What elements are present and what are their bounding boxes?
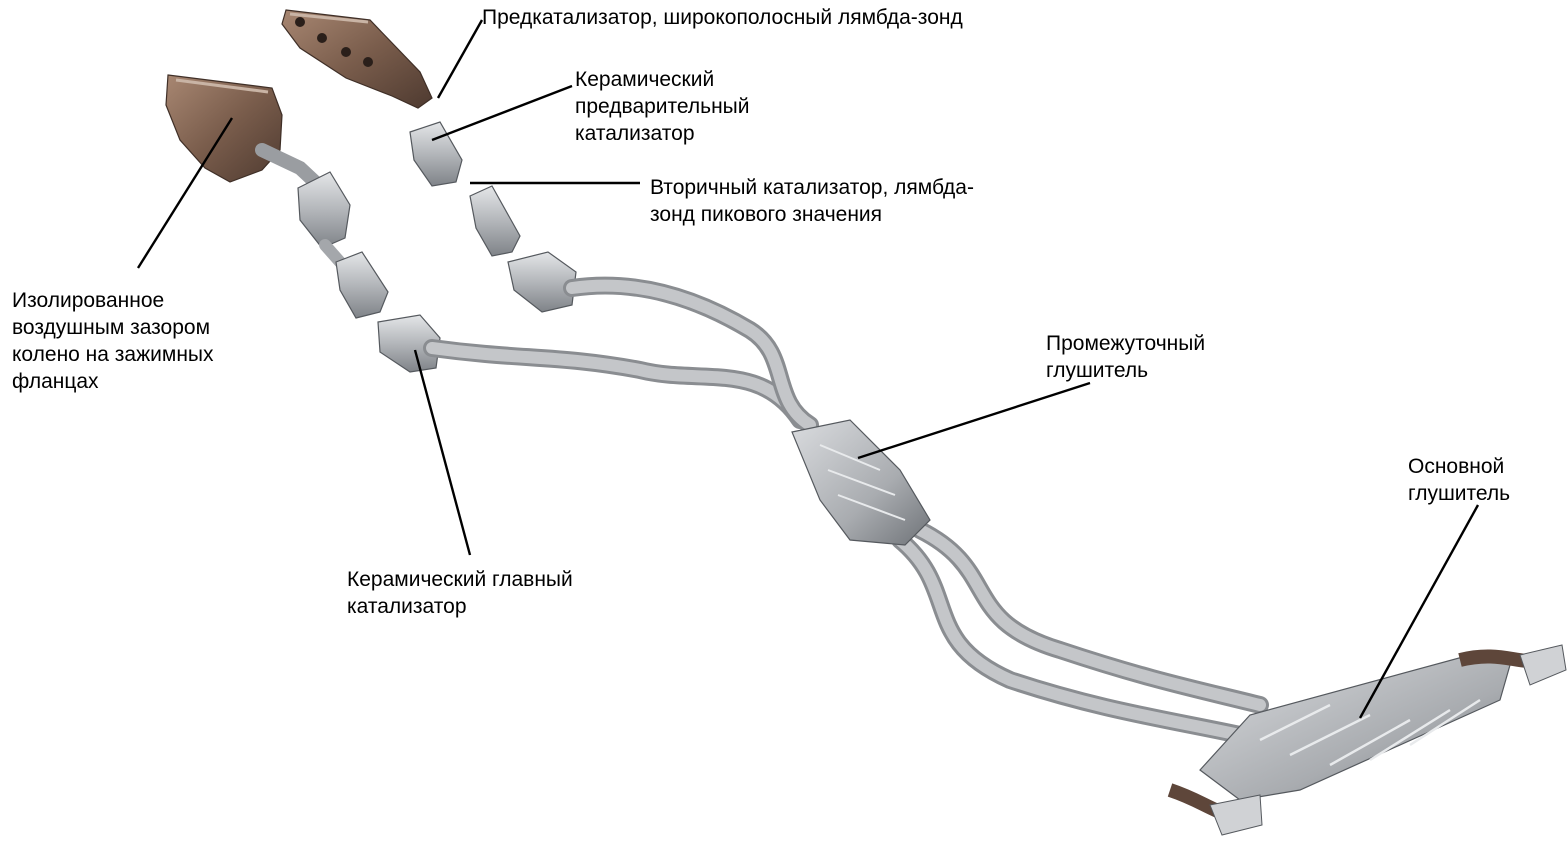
label-manifold-line1: Изолированное xyxy=(12,287,214,314)
label-secondary-line1: Вторичный катализатор, лямбда- xyxy=(650,174,974,201)
right-manifold xyxy=(282,10,432,108)
leader-precat xyxy=(438,20,482,98)
main-muffler xyxy=(1170,645,1566,835)
leader-main-cat xyxy=(415,350,470,555)
label-main-muffler-line1: Основной xyxy=(1408,453,1510,480)
label-secondary-line2: зонд пикового значения xyxy=(650,201,974,228)
label-manifold-line3: колено на зажимных xyxy=(12,341,214,368)
label-secondary-catalyst: Вторичный катализатор, лямбда- зонд пико… xyxy=(650,174,974,228)
label-middle-muffler: Промежуточный глушитель xyxy=(1046,330,1205,384)
label-manifold: Изолированное воздушным зазором колено н… xyxy=(12,287,214,395)
label-precatalyst: Предкатализатор, широкополосный лямбда-з… xyxy=(482,4,963,31)
label-ceramic-pre-line1: Керамический xyxy=(575,66,750,93)
middle-muffler xyxy=(792,420,930,545)
label-main-muffler: Основной глушитель xyxy=(1408,453,1510,507)
leader-ceramic-pre xyxy=(432,86,572,140)
label-ceramic-pre-line2: предварительный xyxy=(575,93,750,120)
right-secondary-catalyst xyxy=(470,186,520,256)
label-main-cat-line1: Керамический главный xyxy=(347,566,573,593)
label-ceramic-precatalyst: Керамический предварительный катализатор xyxy=(575,66,750,147)
label-ceramic-pre-line3: катализатор xyxy=(575,120,750,147)
label-middle-muffler-line1: Промежуточный xyxy=(1046,330,1205,357)
left-precatalyst xyxy=(298,172,350,262)
label-precatalyst-text: Предкатализатор, широкополосный лямбда-з… xyxy=(482,4,963,31)
left-manifold xyxy=(166,75,315,182)
leader-lines xyxy=(138,20,1478,718)
label-manifold-line4: фланцах xyxy=(12,368,214,395)
label-main-cat-line2: катализатор xyxy=(347,593,573,620)
label-main-muffler-line2: глушитель xyxy=(1408,480,1510,507)
label-main-catalyst: Керамический главный катализатор xyxy=(347,566,573,620)
left-secondary-catalyst xyxy=(336,252,388,318)
label-middle-muffler-line2: глушитель xyxy=(1046,357,1205,384)
leader-middle-muffler xyxy=(858,383,1090,458)
label-manifold-line2: воздушным зазором xyxy=(12,314,214,341)
